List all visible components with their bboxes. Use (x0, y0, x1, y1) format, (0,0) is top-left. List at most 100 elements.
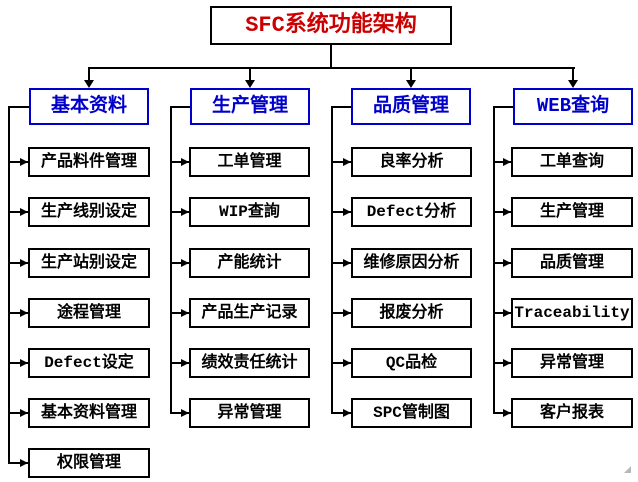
item-box: 产能统计 (189, 248, 310, 278)
arrow-right-icon (20, 158, 28, 166)
connector-line (249, 67, 251, 81)
item-box-label: 品质管理 (539, 254, 604, 272)
item-box-label: Traceability (514, 304, 630, 322)
arrow-right-icon (20, 208, 28, 216)
item-box: 生产管理 (511, 197, 633, 227)
chart-title: SFC系统功能架构 (245, 12, 417, 38)
connector-line (8, 211, 28, 213)
connector-line (8, 106, 10, 464)
arrow-right-icon (503, 359, 511, 367)
connector-line (493, 106, 513, 108)
arrow-right-icon (181, 309, 189, 317)
connector-line (331, 362, 351, 364)
item-box: QC品检 (351, 348, 472, 378)
arrow-right-icon (343, 309, 351, 317)
arrow-right-icon (20, 459, 28, 467)
connector-line (330, 45, 332, 69)
arrow-down-icon (84, 80, 94, 88)
cursor-artifact (624, 466, 631, 473)
item-box: 产品料件管理 (28, 147, 150, 177)
connector-line (410, 67, 412, 81)
item-box-label: 生产线别设定 (40, 203, 137, 221)
connector-line (572, 67, 574, 81)
item-box: 品质管理 (511, 248, 633, 278)
connector-line (8, 161, 28, 163)
arrow-down-icon (245, 80, 255, 88)
connector-line (88, 67, 90, 81)
arrow-right-icon (181, 158, 189, 166)
connector-line (170, 106, 172, 414)
item-box: WIP查詢 (189, 197, 310, 227)
item-box: 工单管理 (189, 147, 310, 177)
item-box: 基本资料管理 (28, 398, 150, 428)
arrow-down-icon (568, 80, 578, 88)
arrow-right-icon (503, 208, 511, 216)
item-box-label: 良率分析 (379, 153, 444, 171)
connector-line (493, 211, 511, 213)
connector-line (493, 312, 511, 314)
connector-line (8, 362, 28, 364)
item-box-label: SPC管制图 (373, 404, 450, 422)
item-box: 工单查询 (511, 147, 633, 177)
item-box: Traceability (511, 298, 633, 328)
column-header-4: WEB查询 (513, 88, 633, 125)
item-box-label: WIP查詢 (219, 203, 280, 221)
item-box-label: QC品检 (385, 354, 438, 372)
item-box: 途程管理 (28, 298, 150, 328)
arrow-right-icon (343, 259, 351, 267)
connector-line (493, 106, 495, 414)
column-header-1-label: 基本资料 (50, 95, 127, 117)
item-box-label: Defect设定 (44, 354, 134, 372)
item-box-label: 产品生产记录 (201, 304, 298, 322)
connector-line (8, 106, 29, 108)
item-box: 报废分析 (351, 298, 472, 328)
connector-line (331, 161, 351, 163)
arrow-right-icon (503, 158, 511, 166)
connector-line (493, 161, 511, 163)
arrow-right-icon (343, 208, 351, 216)
item-box: 客户报表 (511, 398, 633, 428)
item-box-label: 维修原因分析 (363, 254, 460, 272)
item-box-label: 基本资料管理 (40, 404, 137, 422)
connector-line (331, 412, 351, 414)
item-box-label: 绩效责任统计 (201, 354, 298, 372)
item-box: SPC管制图 (351, 398, 472, 428)
arrow-right-icon (20, 359, 28, 367)
item-box-label: 工单管理 (217, 153, 282, 171)
item-box-label: 产能统计 (217, 254, 282, 272)
connector-line (493, 362, 511, 364)
connector-line (331, 106, 351, 108)
item-box-label: 途程管理 (56, 304, 121, 322)
connector-line (331, 312, 351, 314)
item-box-label: 工单查询 (539, 153, 604, 171)
item-box-label: 产品料件管理 (40, 153, 137, 171)
connector-line (331, 211, 351, 213)
connector-line (8, 412, 28, 414)
connector-line (8, 312, 28, 314)
connector-line (493, 412, 511, 414)
item-box: 权限管理 (28, 448, 150, 478)
chart-title-box: SFC系统功能架构 (210, 6, 452, 45)
connector-line (331, 262, 351, 264)
connector-line (170, 262, 189, 264)
item-box-label: 异常管理 (539, 354, 604, 372)
column-header-4-label: WEB查询 (536, 95, 610, 117)
item-box: 绩效责任统计 (189, 348, 310, 378)
arrow-right-icon (20, 409, 28, 417)
arrow-right-icon (343, 409, 351, 417)
item-box: Defect设定 (28, 348, 150, 378)
connector-line (331, 106, 333, 414)
arrow-right-icon (181, 208, 189, 216)
connector-line (170, 161, 189, 163)
arrow-right-icon (20, 309, 28, 317)
item-box-label: Defect分析 (366, 203, 457, 221)
connector-line (170, 211, 189, 213)
connector-line (170, 106, 190, 108)
arrow-right-icon (503, 309, 511, 317)
connector-line (170, 362, 189, 364)
item-box: 生产站别设定 (28, 248, 150, 278)
arrow-right-icon (343, 359, 351, 367)
item-box: 异常管理 (511, 348, 633, 378)
item-box: 生产线别设定 (28, 197, 150, 227)
arrow-right-icon (503, 259, 511, 267)
